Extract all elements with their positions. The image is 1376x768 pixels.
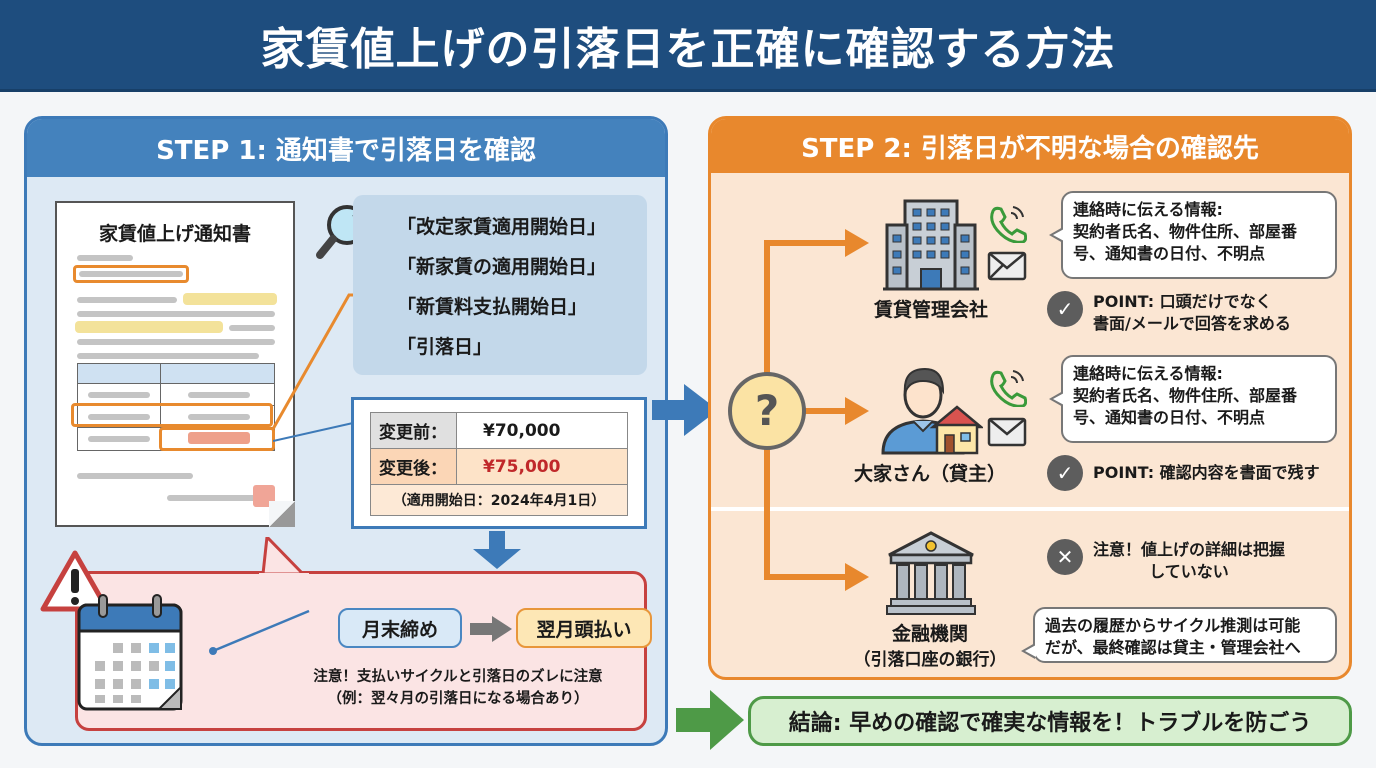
bank-info-bubble: 過去の履歴からサイクル推測は可能 だが、最終確認は貸主・管理会社へ (1021, 607, 1337, 663)
effective-date-note: （適用開始日：2024年4月1日） (370, 484, 628, 516)
after-label: 変更後： (370, 448, 457, 485)
check-icon: ✓ (1047, 291, 1083, 327)
conclusion-text: 結論: 早めの確認で確実な情報を！トラブルを防ごう (788, 711, 1312, 736)
down-arrow-icon (473, 531, 521, 569)
step2-header: STEP 2: 引落日が不明な場合の確認先 (711, 119, 1349, 173)
after-value: ¥75,000 (456, 448, 628, 485)
conclusion-banner: 結論: 早めの確認で確実な情報を！トラブルを防ごう (748, 696, 1352, 746)
keyword-list: 「改定家賃適用開始日」 「新家賃の適用開始日」 「新賃料支払開始日」 「引落日」 (353, 195, 647, 375)
step1-title: STEP 1: 通知書で引落日を確認 (156, 135, 536, 166)
contact-name: 賃貸管理会社 (873, 299, 988, 321)
contact-name: 大家さん（貸主） (853, 463, 1006, 485)
contact-name: 金融機関 （引落口座の銀行） (853, 623, 1007, 670)
rent-table: 変更前： ¥70,000 変更後： ¥75,000 （適用開始日：2024年4月… (370, 412, 628, 516)
section-divider (711, 507, 1349, 511)
page-header: 家賃値上げの引落日を正確に確認する方法 (0, 0, 1376, 92)
warning-pointer (259, 537, 309, 577)
before-value: ¥70,000 (456, 412, 628, 449)
warning-icon (40, 550, 110, 612)
step2-panel: STEP 2: 引落日が不明な場合の確認先 ? 賃貸管理会社 (708, 116, 1352, 680)
cycle-start-pill: 月末締め (338, 608, 462, 648)
step-arrow-icon (652, 384, 718, 436)
warning-text: 注意！支払いサイクルと引落日のズレに注意 （例：翌々月の引落日になる場合あり） (313, 669, 603, 707)
point-note: ✓ POINT: 確認内容を書面で残す (1047, 455, 1320, 491)
step1-panel: STEP 1: 通知書で引落日を確認 家賃値上げ通知書 (24, 116, 668, 746)
calendar-icon (77, 594, 183, 711)
landlord-icon (881, 367, 983, 455)
step2-title: STEP 2: 引落日が不明な場合の確認先 (801, 133, 1259, 164)
keyword-item: 「改定家賃適用開始日」 (397, 216, 607, 238)
callout-pointer (273, 422, 354, 442)
keyword-item: 「引落日」 (397, 336, 493, 358)
contact-info-bubble: 連絡時に伝える情報: 契約者氏名、物件住所、部屋番 号、通知書の日付、不明点 (1049, 191, 1337, 279)
step1-header: STEP 1: 通知書で引落日を確認 (27, 119, 665, 177)
mail-icon (987, 417, 1027, 447)
question-icon (728, 372, 806, 450)
page-title: 家賃値上げの引落日を正確に確認する方法 (260, 23, 1116, 75)
phone-icon (990, 370, 1027, 407)
point-note: ✓ POINT: 口頭だけでなく 書面/メールで回答を求める (1047, 291, 1291, 335)
document-title: 家賃値上げ通知書 (98, 223, 251, 245)
keyword-item: 「新家賃の適用開始日」 (397, 256, 607, 278)
mail-icon (987, 251, 1027, 281)
notice-document-icon: 家賃値上げ通知書 (55, 201, 295, 527)
phone-icon (990, 206, 1027, 243)
check-icon: ✓ (1047, 455, 1083, 491)
right-arrow-icon (470, 616, 512, 642)
calendar-connector (209, 609, 310, 655)
keyword-item: 「新賃料支払開始日」 (397, 296, 588, 318)
conclusion-arrow-icon (676, 690, 744, 750)
rent-change-callout: 変更前： ¥70,000 変更後： ¥75,000 （適用開始日：2024年4月… (351, 397, 647, 529)
before-label: 変更前： (370, 412, 457, 449)
svg-text:?: ? (755, 386, 779, 435)
cycle-end-pill: 翌月頭払い (516, 608, 652, 648)
building-icon (883, 199, 979, 291)
branch-arrows: ? (728, 229, 869, 591)
bank-icon (886, 531, 976, 615)
cross-icon: ✕ (1047, 539, 1083, 575)
contact-info-bubble: 連絡時に伝える情報: 契約者氏名、物件住所、部屋番 号、通知書の日付、不明点 (1049, 355, 1337, 443)
caution-note: ✕ 注意！値上げの詳細は把握 していない (1047, 539, 1285, 583)
